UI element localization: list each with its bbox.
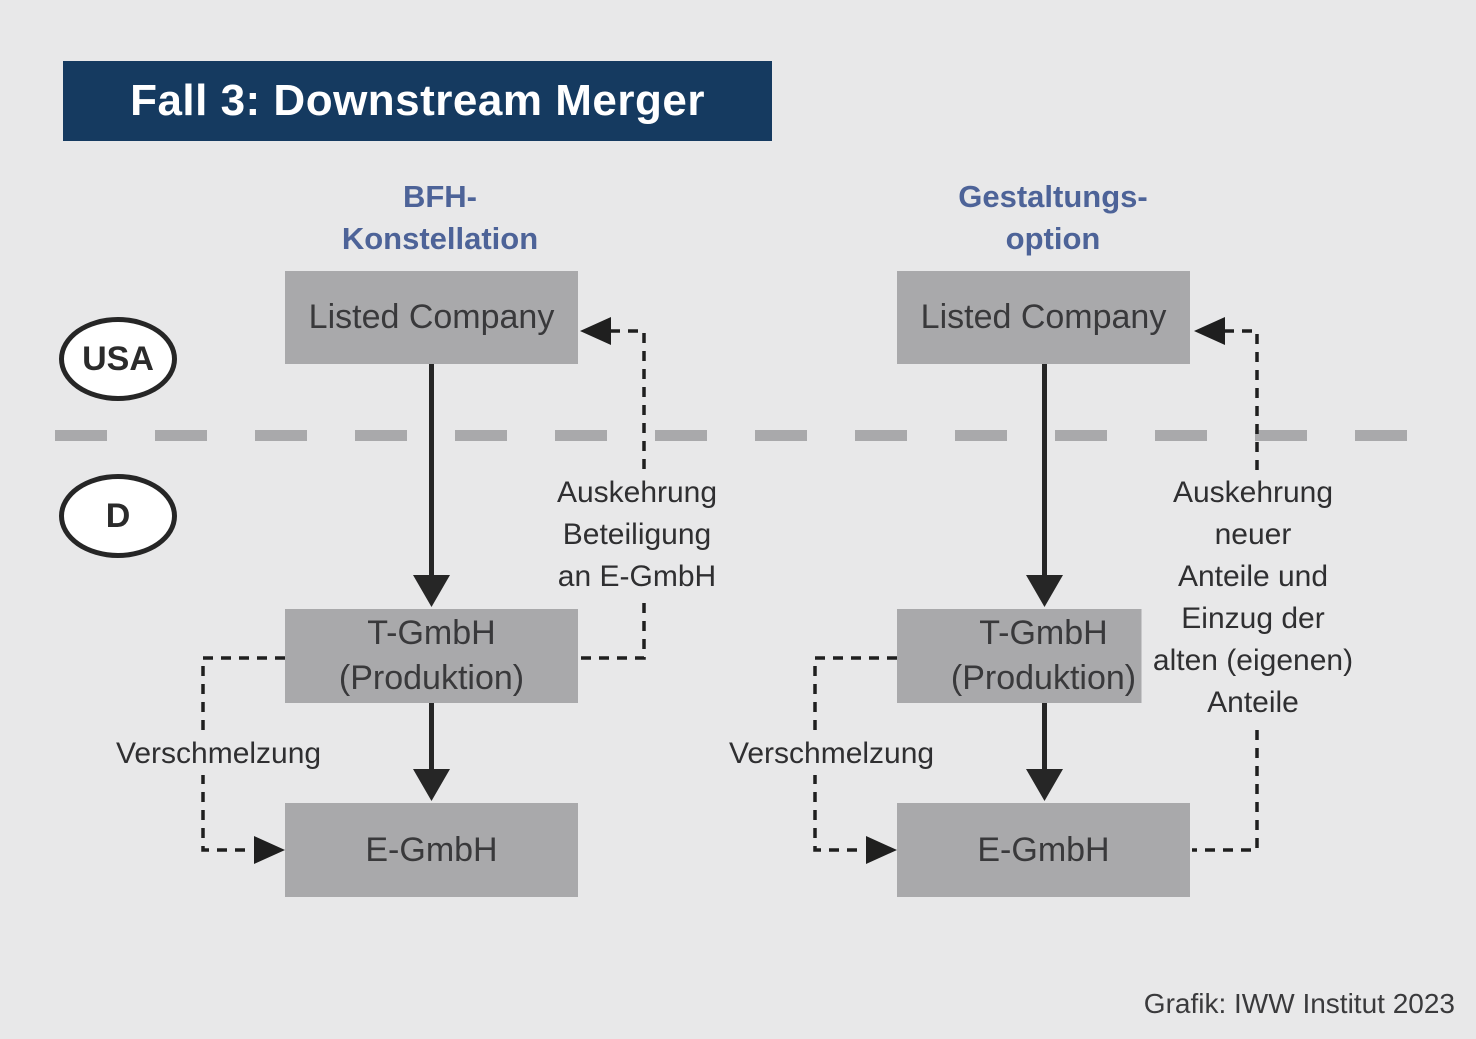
column-header-bfh-konstellation: BFH- Konstellation	[341, 179, 539, 256]
label-verschmelzung-left: Verschmelzung	[110, 733, 328, 775]
box-t-gmbh-right: T-GmbH (Produktion)	[897, 609, 1190, 703]
label-verschmelzung-right: Verschmelzung	[723, 733, 941, 775]
solid-arrow-left-bottom	[413, 703, 450, 801]
dashed-distribution-path-left	[580, 317, 646, 660]
title-bar: Fall 3: Downstream Merger	[63, 61, 772, 141]
region-badge-d: D	[59, 474, 177, 558]
region-label-usa: USA	[82, 339, 154, 378]
dashed-merger-path-right	[813, 656, 897, 864]
box-listed-company-left: Listed Company	[285, 271, 578, 364]
solid-arrow-right-top	[1026, 364, 1063, 607]
region-badge-usa: USA	[59, 317, 177, 401]
label-auskehrung-right: Auskehrung neuer Anteile und Einzug der …	[1141, 472, 1365, 724]
box-e-gmbh-left: E-GmbH	[285, 803, 578, 897]
box-t-gmbh-left: T-GmbH (Produktion)	[285, 609, 578, 703]
footer-credit: Grafik: IWW Institut 2023	[1143, 988, 1455, 1019]
solid-arrow-left-top	[413, 364, 450, 607]
country-border-divider	[55, 430, 1421, 441]
region-label-d: D	[105, 496, 131, 535]
label-auskehrung-left: Auskehrung Beteiligung an E-GmbH	[550, 472, 724, 598]
box-e-gmbh-right: E-GmbH	[897, 803, 1190, 897]
column-header-gestaltungsoption: Gestaltungs- option	[958, 179, 1148, 256]
diagram-title: Fall 3: Downstream Merger	[130, 76, 705, 125]
box-listed-company-right: Listed Company	[897, 271, 1190, 364]
dashed-merger-path-left	[201, 656, 285, 864]
solid-arrow-right-bottom	[1026, 703, 1063, 801]
